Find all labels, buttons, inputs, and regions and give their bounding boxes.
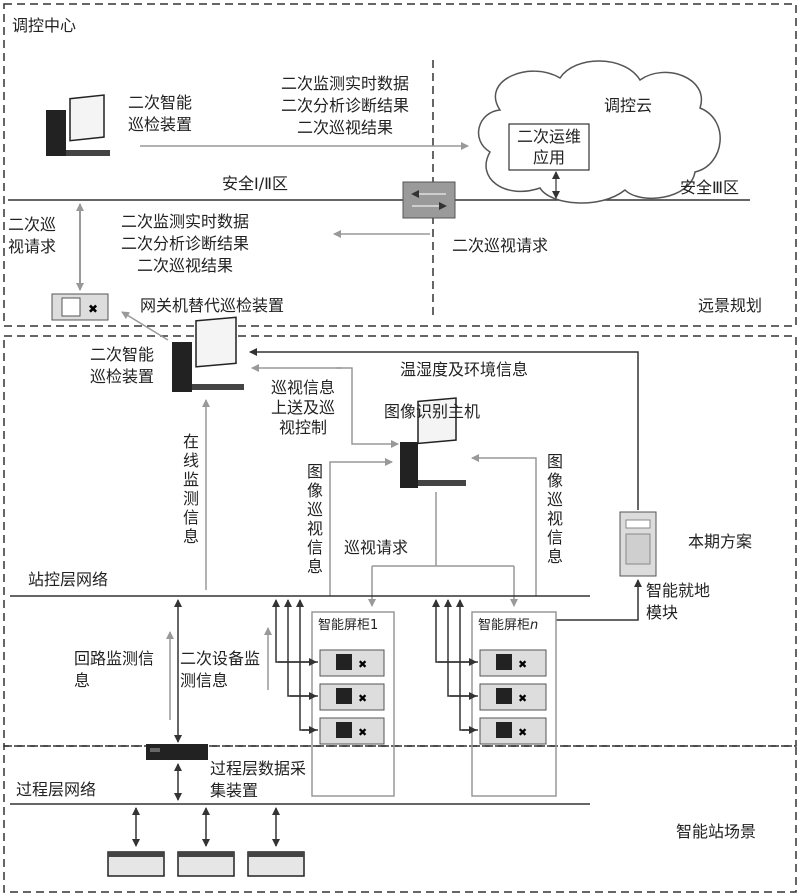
- patrol-request-station-label: 巡视请求: [344, 538, 409, 557]
- image-patrol-left-label: 图像巡视信息: [306, 462, 323, 576]
- gateway-label: 网关机替代巡检装置: [140, 296, 285, 315]
- zone-smart-station-label: 智能站场景: [676, 822, 757, 841]
- return-line-2: 二次分析诊断结果: [120, 234, 249, 253]
- upload-line-1: 二次监测实时数据: [280, 74, 409, 93]
- patrol-request-vertical-label: 二次巡视请求: [8, 215, 57, 256]
- cabinet-1-label: 智能屏柜1: [316, 614, 381, 633]
- computer-icon: [46, 94, 110, 156]
- security-zone-3-label: 安全Ⅲ区: [680, 178, 740, 197]
- zone-station-box: [3, 335, 797, 747]
- secondary-monitor-label: 二次设备监测信息: [180, 649, 261, 690]
- cabinet-device-icon: ✖: [319, 717, 385, 745]
- computer-icon: [400, 397, 466, 488]
- zone-dispatch-center-label: 调控中心: [12, 16, 77, 35]
- cabinet-device-icon: ✖: [319, 683, 385, 711]
- firewall-icon: [402, 181, 456, 219]
- zone-dispatch-box: [3, 3, 797, 327]
- cabinet-1-frame: [311, 611, 395, 797]
- image-patrol-right-label: 图像巡视信息: [546, 452, 563, 566]
- cabinet-n-suffix: n: [530, 618, 539, 633]
- patrol-request-label: 二次巡视请求: [452, 236, 549, 255]
- cabinet-n-frame: [471, 611, 557, 797]
- online-monitor-label: 在线监测信息: [182, 432, 199, 546]
- svg-text:✖: ✖: [518, 692, 527, 705]
- cabinet-device-icon: ✖: [479, 717, 547, 745]
- cabinet-device-icon: ✖: [479, 649, 547, 677]
- svg-text:✖: ✖: [358, 658, 367, 671]
- local-module-label: 智能就地模块: [646, 581, 711, 622]
- zone-current-plan-label: 本期方案: [688, 532, 753, 551]
- upload-line-2: 二次分析诊断结果: [280, 96, 409, 115]
- return-line-1: 二次监测实时数据: [120, 212, 249, 231]
- computer-icon: [172, 316, 244, 392]
- patrol-info-upload-label: 巡视信息上送及巡视控制: [270, 378, 335, 437]
- local-module-icon: [619, 511, 657, 577]
- switch-icon: [146, 744, 208, 760]
- cabinet-n-prefix: 智能屏柜: [478, 618, 531, 633]
- collector-device-icon: [107, 851, 165, 877]
- security-zone-12-label: 安全Ⅰ/Ⅱ区: [222, 174, 288, 193]
- cloud-label: 调控云: [604, 96, 653, 115]
- env-info-label: 温湿度及环境信息: [400, 360, 529, 379]
- zone-process-box: [3, 745, 797, 893]
- svg-text:✖: ✖: [358, 726, 367, 739]
- collector-device-icon: [247, 851, 305, 877]
- cabinet-n-label: 智能屏柜n: [476, 614, 541, 633]
- zone-future-plan-label: 远景规划: [698, 296, 763, 315]
- cabinet-device-icon: ✖: [319, 649, 385, 677]
- collector-device-icon: [177, 851, 235, 877]
- station-device-label: 二次智能巡检装置: [90, 345, 155, 386]
- loop-monitor-label: 回路监测信息: [74, 649, 155, 690]
- return-line-3: 二次巡视结果: [136, 256, 233, 275]
- process-collector-label: 过程层数据采集装置: [210, 759, 307, 800]
- image-host-label: 图像识别主机: [384, 402, 481, 421]
- process-network-label: 过程层网络: [16, 780, 97, 799]
- svg-text:✖: ✖: [88, 302, 98, 316]
- gateway-device-icon: ✖: [51, 293, 109, 321]
- upload-line-3: 二次巡视结果: [296, 118, 393, 137]
- dispatch-device-label: 二次智能巡检装置: [128, 93, 193, 134]
- cloud-app-label: 二次运维应用: [516, 127, 581, 167]
- svg-text:✖: ✖: [358, 692, 367, 705]
- svg-text:✖: ✖: [518, 658, 527, 671]
- svg-text:✖: ✖: [518, 726, 527, 739]
- station-network-label: 站控层网络: [28, 570, 109, 589]
- cabinet-device-icon: ✖: [479, 683, 547, 711]
